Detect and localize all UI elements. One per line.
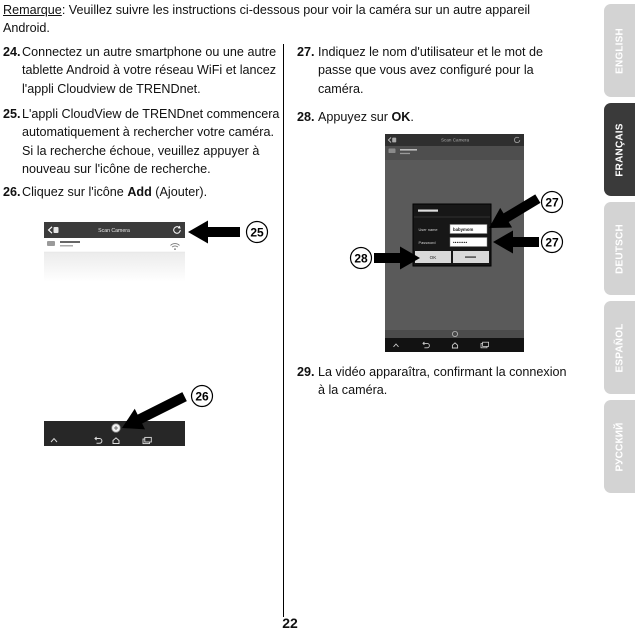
- callout-27-password: 27: [540, 230, 564, 254]
- ok-button: [415, 251, 451, 263]
- step-27-line: Indiquez le nom d'utilisateur et le mot …: [318, 44, 544, 59]
- callout-arrow-25: [188, 220, 240, 244]
- tab-label: ENGLISH: [614, 27, 625, 74]
- step-25-number: 25.: [3, 106, 21, 121]
- step-26-text-before: Cliquez sur l'icône: [22, 184, 128, 199]
- column-divider: [283, 44, 284, 617]
- callout-28: 28: [349, 246, 373, 270]
- tab-francais[interactable]: FRANÇAIS: [604, 103, 635, 196]
- step-29-line: à la caméra.: [318, 383, 388, 397]
- back-nav-icon: [94, 436, 103, 444]
- password-value: ••••••••: [453, 240, 468, 245]
- note-line-1: Remarque: Veuillez suivre les instructio…: [3, 3, 530, 18]
- menu-up-icon: [393, 343, 399, 348]
- username-field: [449, 224, 488, 234]
- tab-label: РУССКИЙ: [614, 421, 625, 472]
- home-nav-icon: [112, 437, 120, 444]
- username-value: babymom: [453, 227, 473, 232]
- callout-27-label: 27: [545, 195, 559, 209]
- tab-label: DEUTSCH: [614, 223, 625, 274]
- step-27-number: 27.: [297, 44, 315, 59]
- recents-nav-icon: [142, 436, 152, 445]
- callout-27-username: 27: [540, 190, 564, 214]
- step-28-number: 28.: [297, 109, 315, 124]
- back-icon: [387, 137, 397, 143]
- callout-26: 26: [190, 384, 214, 408]
- ok-button-label: OK: [430, 255, 438, 260]
- tab-label: FRANÇAIS: [614, 122, 625, 177]
- step-25-line: L'appli CloudView de TRENDnet commencera: [22, 106, 280, 121]
- wifi-icon: [170, 243, 180, 251]
- step-28-text: Appuyez sur OK.: [318, 110, 414, 125]
- step-25-line: Si la recherche échoue, veuillez appuyer…: [22, 143, 260, 158]
- refresh-icon: [173, 225, 181, 234]
- callout-26-label: 26: [195, 389, 209, 403]
- tab-label: ESPAÑOL: [614, 323, 625, 372]
- step-25-line: nouveau sur l'icône de recherche.: [22, 162, 211, 176]
- note-line-2: Android.: [3, 21, 50, 35]
- note-text: : Veuillez suivre les instructions ci-de…: [61, 3, 531, 17]
- callout-arrow-28: [374, 246, 420, 270]
- back-icon: [47, 226, 59, 234]
- callout-25-label: 25: [250, 225, 264, 239]
- password-label: Password: [419, 240, 436, 245]
- note-label: Remarque: [3, 3, 62, 17]
- step-27-line: caméra.: [318, 81, 364, 96]
- tab-russian[interactable]: РУССКИЙ: [604, 400, 635, 493]
- step-27-line: passe que vous avez configuré pour la: [318, 63, 534, 77]
- step-29-number: 29.: [297, 364, 315, 379]
- step-28-text-after: .: [410, 109, 414, 124]
- callout-27-label: 27: [545, 235, 559, 249]
- step-24-line: Connectez un autre smartphone ou une aut…: [22, 44, 277, 59]
- scan-camera-screenshot: Scan Camera: [44, 222, 185, 282]
- camera-list-item: [60, 241, 80, 243]
- step-24-line: tablette Android à votre réseau WiFi et …: [22, 63, 277, 77]
- step-24-line: l'appli Cloudview de TRENDnet.: [22, 81, 201, 96]
- add-icon: [451, 330, 458, 337]
- step-28-text-before: Appuyez sur: [318, 109, 392, 124]
- back-nav-icon: [422, 341, 430, 349]
- tab-espanol[interactable]: ESPAÑOL: [604, 301, 635, 394]
- step-29-line: La vidéo apparaîtra, confirmant la conne…: [318, 364, 567, 379]
- tab-deutsch[interactable]: DEUTSCH: [604, 202, 635, 295]
- page-number: 22: [282, 615, 298, 629]
- step-26-text: Cliquez sur l'icône Add (Ajouter).: [22, 185, 207, 200]
- callout-arrow-26: [122, 392, 187, 430]
- callout-28-label: 28: [354, 251, 368, 265]
- callout-25: 25: [245, 220, 269, 244]
- step-26-text-after: (Ajouter).: [151, 184, 208, 199]
- camera-icon: [47, 241, 55, 246]
- refresh-icon: [514, 136, 521, 144]
- login-dialog-screenshot: Scan Camera User name babymom Password •…: [385, 134, 524, 352]
- step-24-number: 24.: [3, 44, 21, 59]
- screen-title: Scan Camera: [441, 138, 470, 143]
- camera-list-item: [400, 149, 417, 151]
- username-label: User name: [419, 227, 438, 232]
- home-nav-icon: [451, 342, 459, 349]
- step-25-line: automatiquement à rechercher votre camér…: [22, 125, 274, 139]
- camera-icon: [388, 148, 396, 153]
- dialog-title: [418, 209, 438, 212]
- password-field: [449, 237, 488, 247]
- menu-up-icon: [50, 437, 58, 443]
- callout-arrow-27-username: [489, 194, 541, 228]
- login-dialog: User name babymom Password •••••••• OK: [412, 203, 492, 267]
- app-header-bar: [385, 134, 524, 146]
- navigation-bar-screenshot: [44, 421, 185, 446]
- callout-arrow-27-password: [493, 230, 539, 254]
- step-26-number: 26.: [3, 184, 21, 199]
- tab-english[interactable]: ENGLISH: [604, 4, 635, 97]
- app-header-bar: [44, 222, 185, 238]
- step-26-add-label: Add: [127, 184, 152, 199]
- add-icon: [111, 423, 121, 433]
- step-28-ok-label: OK: [391, 109, 411, 124]
- screen-title: Scan Camera: [98, 228, 130, 234]
- recents-nav-icon: [480, 341, 490, 349]
